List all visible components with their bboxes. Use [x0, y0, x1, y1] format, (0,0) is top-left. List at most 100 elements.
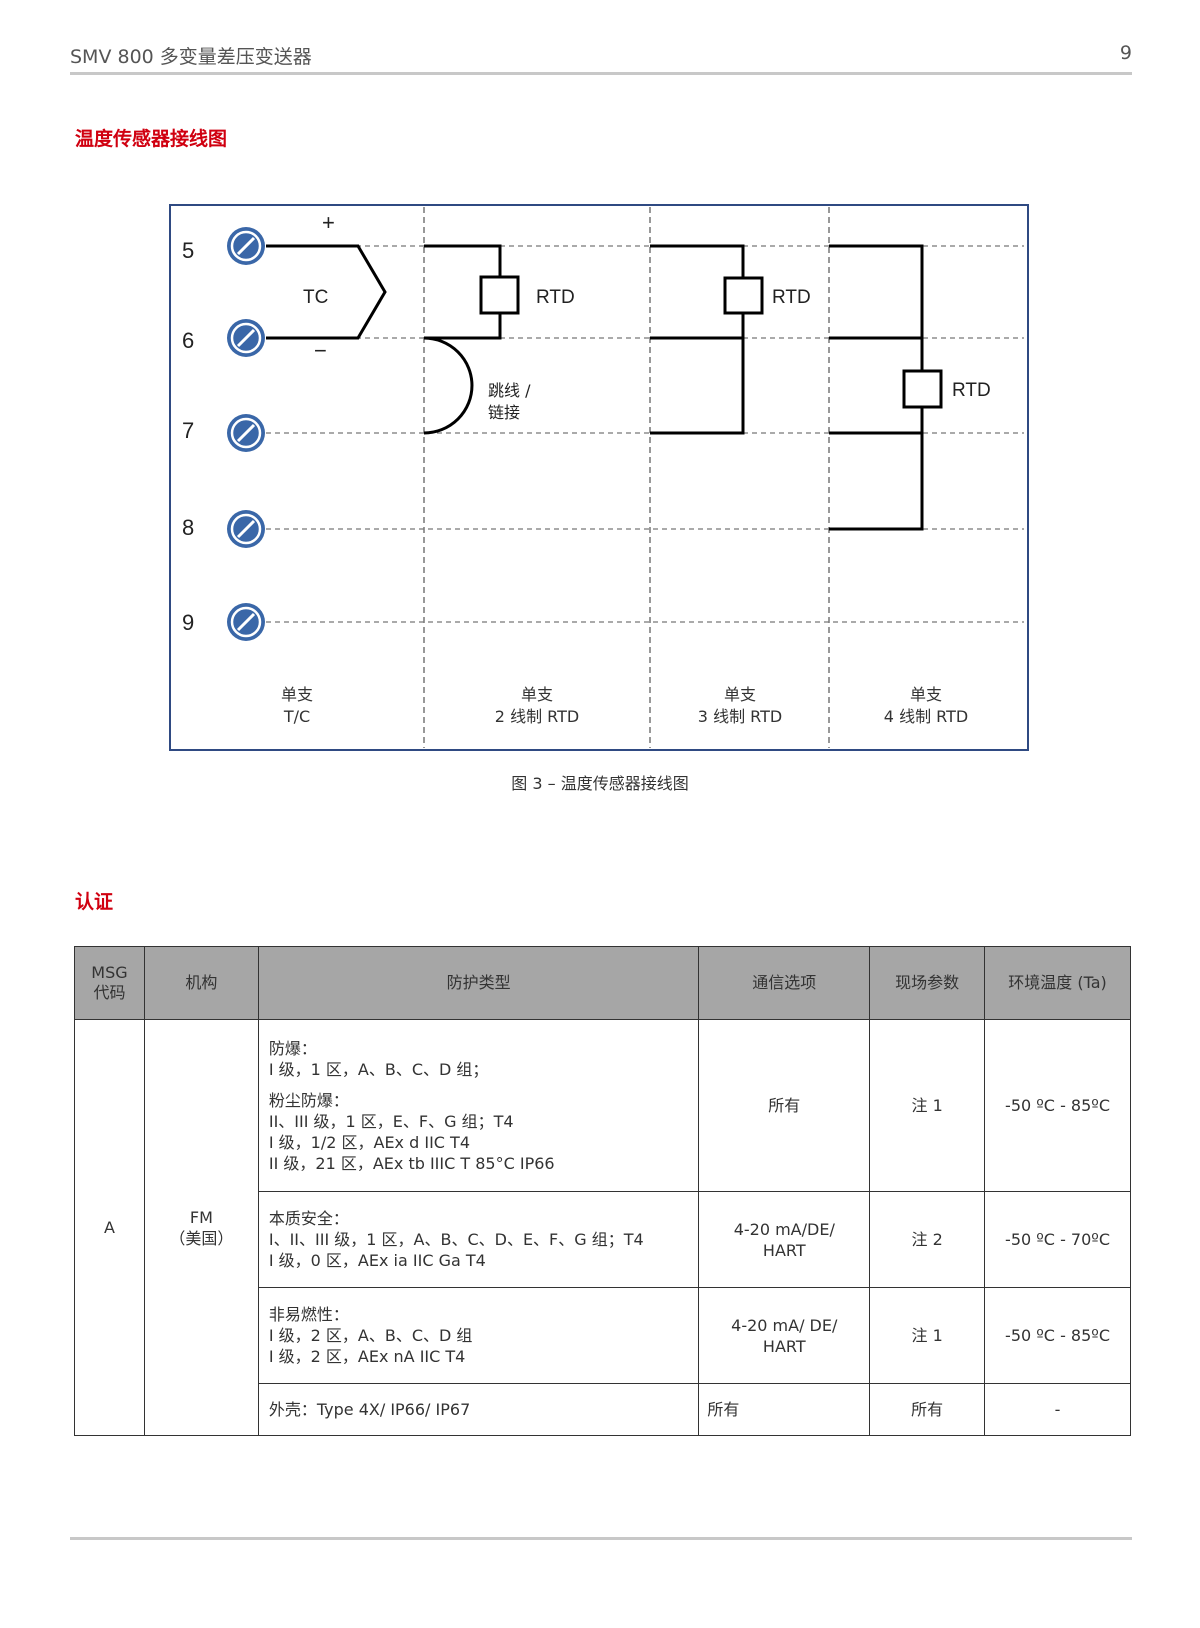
- comm-cell: 4-20 mA/ DE/HART: [698, 1287, 871, 1384]
- comm-line1: 4-20 mA/ DE/: [731, 1315, 838, 1335]
- protection-line: II、III 级，1 区，E、F、G 组；T4: [268, 1111, 514, 1131]
- header-msg-code-line1: MSG: [91, 963, 128, 982]
- protection-cell: 外壳：Type 4X/ IP66/ IP67: [257, 1383, 700, 1436]
- header-field: 现场参数: [869, 946, 986, 1020]
- table-row: A FM（美国） 防爆：I 级，1 区，A、B、C、D 组； 粉尘防爆：II、I…: [74, 1019, 1131, 1436]
- jumper-label-line1: 跳线 /: [488, 381, 531, 400]
- page-header: SMV 800 多变量差压变送器 9: [70, 40, 1132, 75]
- column-dividers: [423, 207, 830, 748]
- wiring-diagram: 5 6 7 8 9 + − TC RTD RTD RTD: [169, 204, 1029, 751]
- rtd2-wire: [424, 312, 502, 340]
- protection-line: 外壳：Type 4X/ IP66/ IP67: [268, 1400, 471, 1419]
- rtd3-wire: [650, 312, 745, 435]
- diagram-frame: [169, 204, 1029, 751]
- protection-line: I 级，1 区，A、B、C、D 组；: [268, 1059, 489, 1079]
- table-row: 本质安全： I、II、III 级，1 区，A、B、C、D、E、F、G 组；T4 I …: [75, 1191, 1131, 1288]
- protection-cell: 防爆：I 级，1 区，A、B、C、D 组； 粉尘防爆：II、III 级，1 区，…: [257, 1019, 700, 1192]
- field-cell: 注 2: [869, 1191, 986, 1288]
- header-protection: 防护类型: [257, 946, 700, 1020]
- comm-cell: 所有: [698, 1383, 871, 1436]
- column-label-rtd3-line2: 3 线制 RTD: [698, 707, 782, 726]
- header-msg-code-line2: 代码: [93, 983, 126, 1002]
- column-label-rtd3-line1: 单支: [724, 685, 756, 704]
- agency-line1: FM: [189, 1207, 213, 1227]
- rtd-resistors: [479, 275, 943, 409]
- field-cell: 注 1: [869, 1019, 986, 1192]
- rtd-resistor-3wire: [723, 276, 764, 315]
- rtd-resistor-2wire: [479, 275, 520, 315]
- minus-label: −: [314, 338, 327, 363]
- temp-cell: -: [984, 1383, 1131, 1436]
- terminal-screw-icon: [227, 510, 265, 548]
- rtd-label-4wire: RTD: [952, 380, 991, 401]
- terminal-number-9: 9: [182, 610, 194, 635]
- section-title-certification: 认证: [75, 891, 114, 913]
- column-label-rtd2-line1: 单支: [521, 685, 553, 704]
- column-label-tc-line1: 单支: [281, 685, 313, 704]
- protection-line: I 级，0 区，AEx ia IIC Ga T4: [268, 1251, 486, 1270]
- comm-line1: 4-20 mA/DE/: [733, 1219, 835, 1239]
- protection-cell: 本质安全： I、II、III 级，1 区，A、B、C、D、E、F、G 组；T4 I …: [257, 1191, 700, 1288]
- protection-line: I、II、III 级，1 区，A、B、C、D、E、F、G 组；T4: [268, 1230, 644, 1249]
- temp-cell: -50 ºC - 85ºC: [984, 1287, 1131, 1384]
- figure-caption: 图 3 – 温度传感器接线图: [511, 774, 689, 793]
- protection-line: I 级，2 区，A、B、C、D 组: [268, 1326, 473, 1345]
- protection-heading: 本质安全：: [268, 1209, 349, 1228]
- terminal-number-6: 6: [182, 328, 194, 353]
- rtd2-wire: [424, 244, 502, 278]
- column-label-rtd4-line1: 单支: [910, 685, 942, 704]
- section-title-wiring: 温度传感器接线图: [75, 128, 228, 150]
- msg-code-cell: A: [74, 1019, 145, 1436]
- agency-line2: （美国）: [169, 1228, 234, 1248]
- terminal-number-5: 5: [182, 238, 194, 263]
- page-number: 9: [1119, 42, 1132, 64]
- column-label-rtd2-line2: 2 线制 RTD: [495, 707, 579, 726]
- protection-line: I 级，2 区，AEx nA IIC T4: [268, 1347, 466, 1366]
- terminal-screw-icon: [227, 227, 265, 265]
- comm-cell: 所有: [698, 1019, 871, 1192]
- rtd4-wire: [829, 406, 924, 531]
- rtd-label-3wire: RTD: [772, 287, 811, 308]
- jumper-label-line2: 链接: [488, 403, 520, 422]
- comm-cell: 4-20 mA/DE/HART: [698, 1191, 871, 1288]
- terminal-number-7: 7: [182, 418, 194, 443]
- terminal-screw-icon: [227, 414, 265, 452]
- protection-line: I 级，1/2 区，AEx d IIC T4: [268, 1132, 471, 1152]
- temp-cell: -50 ºC - 70ºC: [984, 1191, 1131, 1288]
- tc-wire: [266, 244, 387, 340]
- comm-line2: HART: [762, 1336, 806, 1356]
- header-agency: 机构: [143, 946, 259, 1020]
- table-row: 外壳：Type 4X/ IP66/ IP67 所有 所有 -: [75, 1383, 1131, 1436]
- terminal-screw-icon: [227, 319, 265, 357]
- plus-label: +: [322, 210, 335, 235]
- rtd4-wire: [829, 244, 924, 372]
- rtd3-wire: [650, 244, 745, 280]
- protection-heading: 防爆：: [268, 1038, 317, 1058]
- header-temp: 环境温度 (Ta): [984, 946, 1131, 1020]
- comm-line2: HART: [762, 1240, 806, 1260]
- field-cell: 所有: [869, 1383, 986, 1436]
- column-label-tc-line2: T/C: [283, 707, 310, 726]
- protection-heading: 粉尘防爆：: [268, 1090, 349, 1110]
- column-label-rtd4-line2: 4 线制 RTD: [884, 707, 968, 726]
- tc-label: TC: [303, 287, 328, 308]
- terminal-screw-icon: [227, 603, 265, 641]
- wires: [266, 244, 924, 531]
- field-cell: 注 1: [869, 1287, 986, 1384]
- header-comm: 通信选项: [698, 946, 871, 1020]
- terminal-number-8: 8: [182, 515, 194, 540]
- temp-cell: -50 ºC - 85ºC: [984, 1019, 1131, 1192]
- document-title: SMV 800 多变量差压变送器: [70, 46, 312, 68]
- agency-cell: FM（美国）: [143, 1019, 259, 1436]
- terminal-screws: [227, 227, 265, 641]
- protection-cell: 非易燃性： I 级，2 区，A、B、C、D 组 I 级，2 区，AEx nA IIC…: [257, 1287, 700, 1384]
- protection-line: II 级，21 区，AEx tb IIIC T 85°C IP66: [268, 1153, 555, 1173]
- footer-divider: [70, 1537, 1132, 1540]
- rtd-label-2wire: RTD: [536, 287, 575, 308]
- rtd-resistor-4wire: [902, 369, 943, 409]
- jumper-wire: [423, 336, 474, 435]
- protection-heading: 非易燃性：: [268, 1305, 349, 1324]
